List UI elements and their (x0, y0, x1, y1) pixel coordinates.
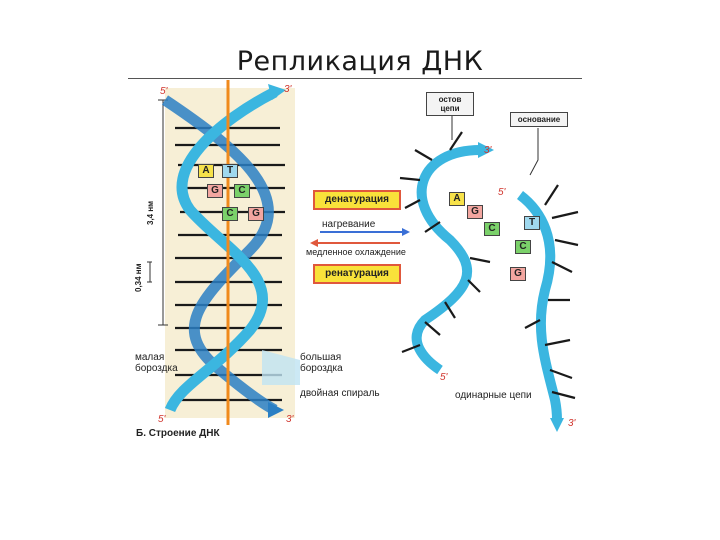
strand-1-5: 5' (440, 372, 448, 383)
strand-1-bases (399, 131, 491, 354)
base-pointer (529, 128, 539, 176)
strand-2-base-g: G (510, 267, 526, 281)
strand-2-base-t: T (524, 216, 540, 230)
base-callout: основание (510, 112, 568, 127)
minor-groove-label: малая бороздка (135, 352, 178, 374)
strand-1-base-c: C (484, 222, 500, 236)
base-t-right: T (222, 164, 238, 178)
strand-1-base-g: G (467, 205, 483, 219)
base-a-left: A (198, 164, 214, 178)
strand-2-5: 5' (498, 187, 506, 198)
helix-strand-back (161, 95, 278, 415)
base-g-left: G (207, 184, 223, 198)
helix-strand-front (164, 87, 278, 413)
strand-2-3: 3' (568, 418, 576, 429)
strand-2-bases (524, 184, 579, 400)
major-groove-shade (262, 350, 300, 385)
single-strand-1 (411, 145, 481, 375)
strand-3-bottom: 3' (286, 414, 294, 425)
strand-5-bottom: 5' (158, 414, 166, 425)
base-g-right: G (248, 207, 264, 221)
renaturation-box: ренатурация (313, 264, 401, 284)
step-label: 0,34 нм (134, 263, 143, 292)
base-c-right: C (234, 184, 250, 198)
page-title: Репликация ДНК (236, 46, 484, 77)
title-divider (128, 78, 582, 79)
strand-arrow-top (268, 84, 286, 100)
denaturation-box: денатурация (313, 190, 401, 210)
backbone-callout: остов цепи (426, 92, 474, 116)
strand-1-base-a: A (449, 192, 465, 206)
strand-5-top: 5' (160, 86, 168, 97)
strand-1-3: 3' (484, 145, 492, 156)
strand-3-top: 3' (284, 84, 292, 95)
pitch-label: 3,4 нм (146, 200, 155, 225)
major-groove-label: большая бороздка (300, 352, 343, 374)
single-strand-2 (516, 191, 562, 421)
double-helix-label: двойная спираль (300, 388, 380, 399)
strand-2-base-c: C (515, 240, 531, 254)
base-c-left: C (222, 207, 238, 221)
figure-caption: Б. Строение ДНК (136, 428, 220, 439)
slow-cooling-label: медленное охлаждение (306, 247, 406, 257)
heating-label: нагревание (322, 219, 376, 230)
strand-arrow-bottom (268, 402, 284, 418)
single-strands-label: одинарные цепи (455, 390, 532, 401)
